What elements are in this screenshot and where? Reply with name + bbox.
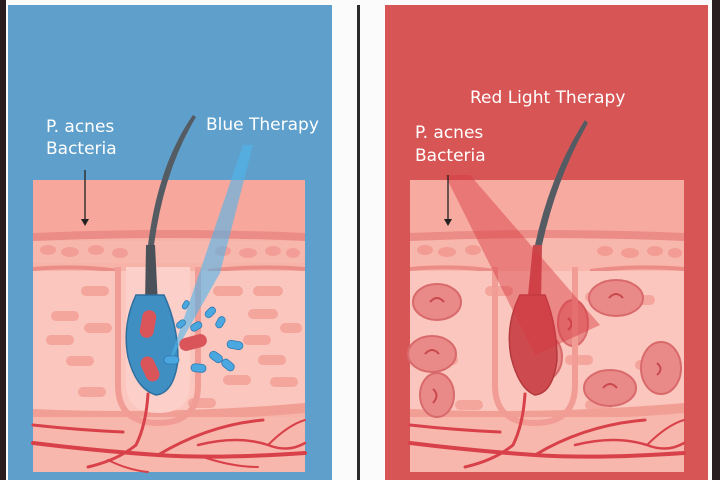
blue-therapy-panel: P. acnes Bacteria Blue Therapy <box>8 5 332 480</box>
red-light-therapy-panel: Red Light Therapy P. acnes Bacteria <box>385 5 708 480</box>
bacteria-label-line1: P. acnes <box>46 117 115 137</box>
red-light-therapy-title: Red Light Therapy <box>470 88 626 108</box>
bacteria-label-line2: Bacteria <box>46 139 117 159</box>
panel-divider <box>357 5 360 480</box>
light-beam-icon <box>168 145 253 365</box>
light-beam-icon <box>445 175 600 355</box>
skin-cross-section-red <box>407 120 686 472</box>
bacteria-label-line1: P. acnes <box>415 123 484 143</box>
bacteria-label-line2: Bacteria <box>415 146 486 166</box>
blue-therapy-title: Blue Therapy <box>206 115 319 135</box>
skin-cross-section-blue <box>31 115 307 473</box>
